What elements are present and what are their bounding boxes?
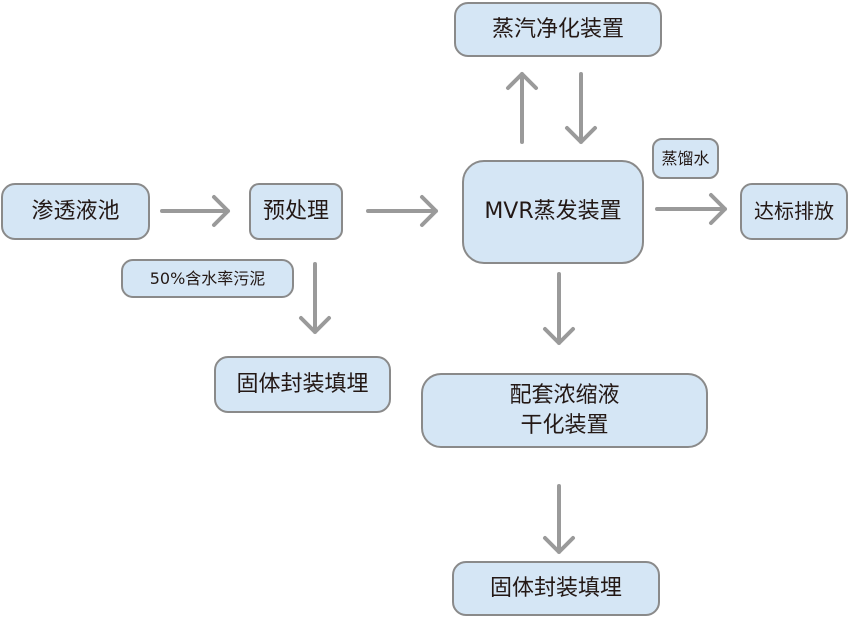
node-label: MVR蒸发装置 [484,199,622,225]
node-label: 达标排放 [754,199,834,223]
node-landfill-2: 固体封装填埋 [452,561,660,616]
arrow-leachate-to-pretreatment [160,195,230,227]
edge-label-distilled-water: 蒸馏水 [652,138,719,179]
arrow-mvr-to-dryer [543,272,575,345]
node-label-line2: 干化装置 [520,412,609,438]
node-label: 固体封装填埋 [236,371,369,397]
edge-label-sludge: 50%含水率污泥 [121,259,294,298]
arrow-mvr-to-steam-purifier [506,72,538,144]
arrow-dryer-to-landfill [543,484,575,554]
node-discharge: 达标排放 [740,183,848,240]
arrow-steam-purifier-to-mvr [565,72,597,144]
node-label: 预处理 [262,198,329,224]
node-concentrate-dryer: 配套浓缩液干化装置 [421,373,708,448]
node-label: 固体封装填埋 [489,575,622,601]
edge-label-text: 50%含水率污泥 [149,268,266,288]
arrow-pretreatment-to-mvr [366,195,438,227]
node-label: 配套浓缩液干化装置 [509,381,619,440]
node-steam-purifier: 蒸汽净化装置 [454,2,662,57]
node-label: 蒸汽净化装置 [491,16,624,42]
node-leachate-pool: 渗透液池 [1,183,150,240]
node-landfill-1: 固体封装填埋 [214,356,391,413]
node-label: 渗透液池 [31,198,120,224]
arrow-pretreatment-to-landfill [299,262,331,334]
node-label-line1: 配套浓缩液 [509,382,620,408]
node-mvr-evaporator: MVR蒸发装置 [462,160,644,264]
edge-label-text: 蒸馏水 [661,148,710,168]
arrow-mvr-to-discharge [655,193,727,225]
node-pretreatment: 预处理 [249,183,343,240]
